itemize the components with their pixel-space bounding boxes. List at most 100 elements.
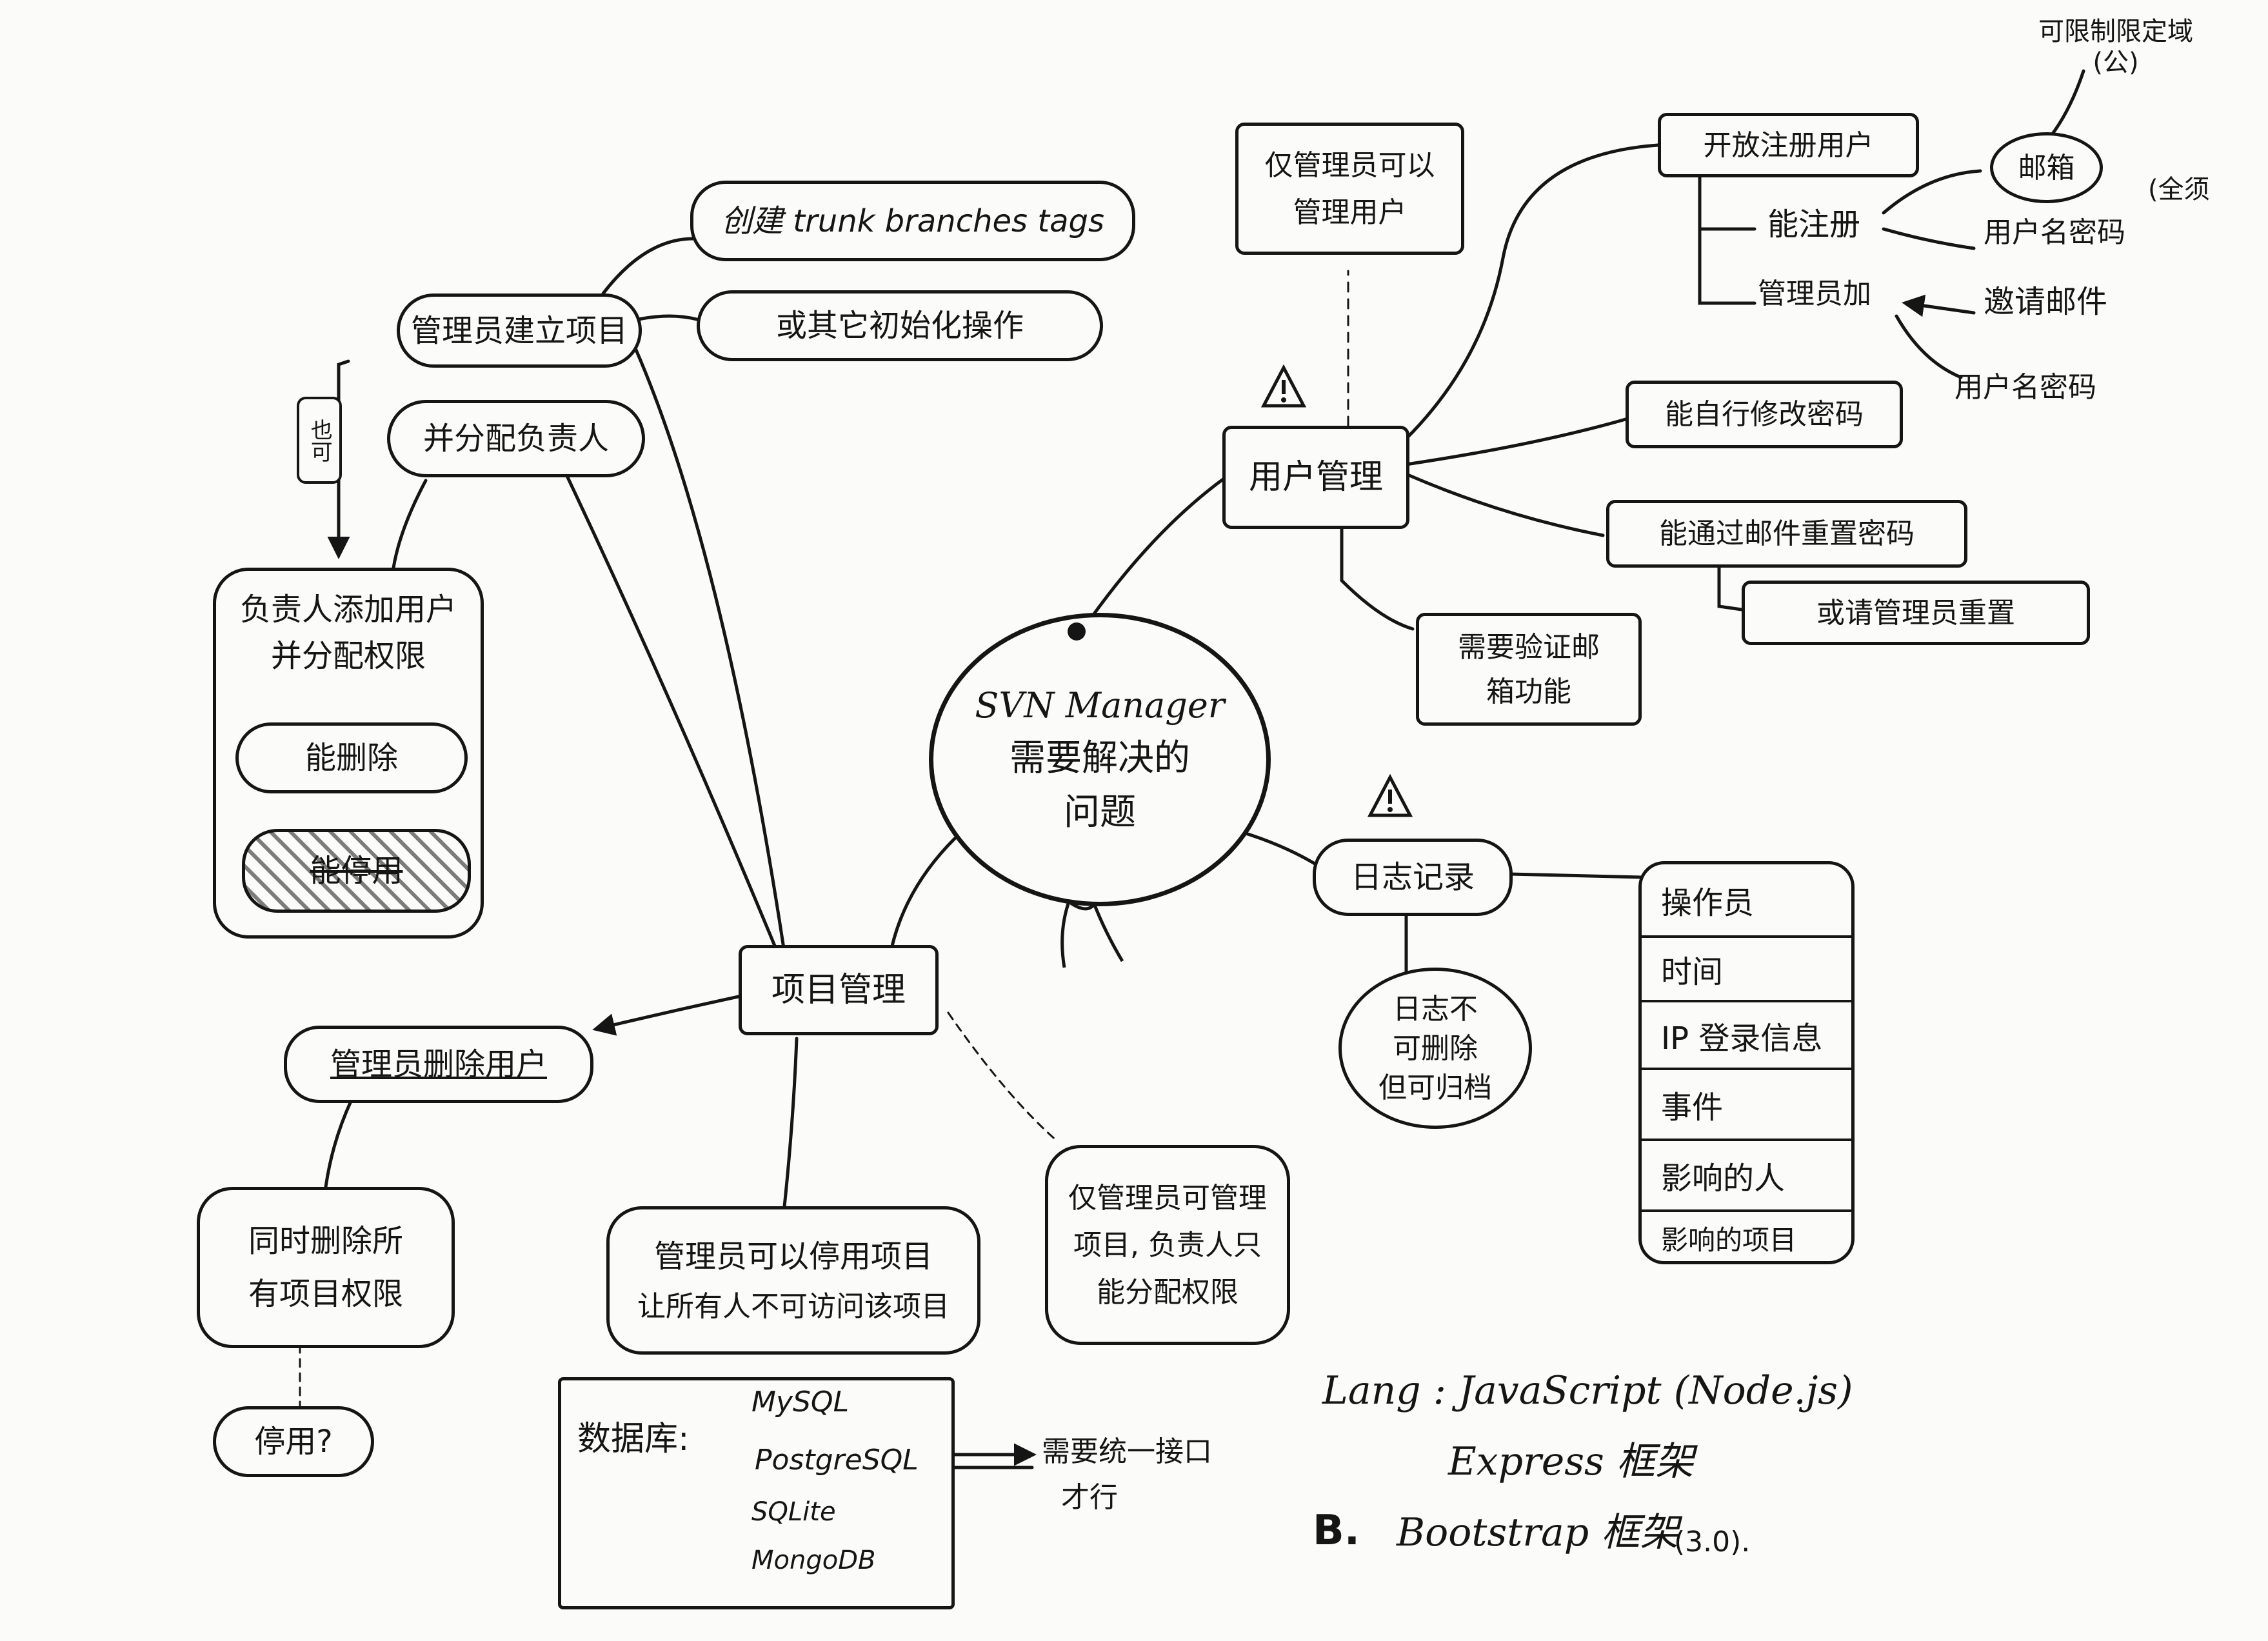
- log-field-0: 操作员: [1661, 885, 1755, 921]
- can-suspend-node: 能停用: [242, 829, 471, 913]
- database-box: [558, 1377, 955, 1609]
- email-label: 邮箱: [2018, 151, 2075, 184]
- line-project-owner: [566, 475, 786, 970]
- line-user-reset: [1404, 472, 1605, 537]
- assign-owner-label: 并分配负责人: [423, 421, 609, 457]
- owner-add-user-line1: 负责人添加用户: [239, 592, 457, 628]
- tech-lang: Lang : JavaScript (Node.js): [1322, 1368, 1853, 1413]
- log-fields-list: 操作员 时间 IP 登录信息 事件 影响的人 影响的项目: [1638, 861, 1855, 1264]
- init-ops-label: 或其它初始化操作: [775, 308, 1024, 344]
- admin-only-project-note: 仅管理员可管理 项目, 负责人只 能分配权限: [1045, 1145, 1290, 1345]
- admin-suspend-project-line1: 管理员可以停用项目: [653, 1238, 933, 1275]
- db-unify-text: 需要统一接口 才行: [1042, 1435, 1212, 1515]
- warning-icon: [1261, 364, 1306, 408]
- line-register-userpwd: [1882, 227, 1976, 250]
- db-option-1: PostgreSQL: [755, 1444, 919, 1477]
- project-management-node: 项目管理: [739, 945, 939, 1035]
- line-center-user: [1088, 475, 1228, 621]
- also-side-label: 也可: [306, 418, 333, 462]
- tech-ui: Bootstrap 框架: [1397, 1510, 1679, 1555]
- tech-ui-label: B.: [1313, 1507, 1360, 1555]
- email-verify-node: 需要验证邮 箱功能: [1416, 613, 1642, 726]
- admin-only-project-line3: 能分配权限: [1097, 1275, 1238, 1309]
- line-register-email: [1882, 169, 1982, 215]
- line-also-arrow: [327, 359, 350, 559]
- reset-pwd-node: 能通过邮件重置密码: [1606, 500, 1967, 568]
- tech-ui-version: (3.0).: [1674, 1526, 1751, 1558]
- warning-icon: [1368, 774, 1413, 817]
- db-option-0: MySQL: [751, 1386, 850, 1418]
- tech-framework: Express 框架: [1448, 1439, 1694, 1484]
- line-project-suspend: [782, 1037, 799, 1215]
- line-project-note: [947, 1011, 1059, 1143]
- line-project-delete: [592, 995, 741, 1036]
- admin-suspend-project-node: 管理员可以停用项目 让所有人不可访问该项目: [606, 1206, 980, 1355]
- admin-only-users-line2: 管理用户: [1293, 195, 1407, 229]
- create-branches-label: 创建 trunk branches tags: [721, 203, 1105, 239]
- sync-delete-line2: 有项目权限: [248, 1276, 403, 1312]
- user-management-label: 用户管理: [1248, 457, 1383, 497]
- suspend-question-label: 停用?: [254, 1424, 333, 1460]
- can-register-text: 能注册: [1767, 206, 1861, 243]
- log-field-1: 时间: [1642, 935, 1851, 1000]
- restrict-domain-line2: (公): [2093, 48, 2139, 77]
- suspend-question-node: 停用?: [213, 1406, 374, 1477]
- restrict-domain-line1: 可限制限定域: [2038, 17, 2193, 46]
- log-field-3: 事件: [1642, 1068, 1851, 1139]
- admin-add-text: 管理员加: [1758, 277, 1871, 310]
- line-center-project: [888, 837, 957, 957]
- change-pwd-label: 能自行修改密码: [1665, 398, 1864, 431]
- center-title: SVN Manager: [975, 684, 1225, 726]
- change-pwd-node: 能自行修改密码: [1626, 381, 1903, 448]
- line-log-fields: [1507, 872, 1644, 879]
- restrict-domain-text: 可限制限定域 (公): [2038, 16, 2193, 78]
- db-unify-line2: 才行: [1061, 1480, 1118, 1514]
- center-line2: 需要解决的: [1010, 737, 1190, 780]
- email-verify-line1: 需要验证邮: [1458, 630, 1600, 664]
- line-adminadd-invite: [1902, 294, 1976, 317]
- line-assign-ownerbox: [392, 479, 428, 570]
- line-user-verify: [1340, 527, 1415, 631]
- center-balloon: SVN Manager 需要解决的 问题: [929, 613, 1271, 906]
- log-no-delete-line1: 日志不: [1393, 992, 1478, 1026]
- sync-delete-perms-node: 同时删除所 有项目权限: [197, 1187, 455, 1348]
- log-no-delete-node: 日志不 可删除 但可归档: [1338, 968, 1532, 1129]
- email-node: 邮箱: [1990, 132, 2103, 203]
- open-register-label: 开放注册用户: [1703, 128, 1874, 162]
- reset-pwd-label: 能通过邮件重置密码: [1659, 517, 1915, 550]
- db-option-3: MongoDB: [751, 1546, 876, 1575]
- project-management-label: 项目管理: [771, 970, 906, 1009]
- log-no-delete-line3: 但可归档: [1378, 1071, 1492, 1104]
- log-field-2: IP 登录信息: [1642, 1000, 1851, 1068]
- line-open-bracket: [1698, 159, 1756, 305]
- admin-create-project-label: 管理员建立项目: [410, 312, 628, 349]
- log-field-5: 影响的项目: [1642, 1209, 1851, 1264]
- line-user-change: [1404, 417, 1627, 466]
- init-ops-node: 或其它初始化操作: [697, 290, 1103, 361]
- ask-admin-node: 或请管理员重置: [1742, 581, 2090, 645]
- log-record-node: 日志记录: [1313, 839, 1513, 916]
- line-admin-create: [601, 237, 695, 295]
- all-required-text: (全须: [2148, 175, 2210, 204]
- line-admin-init: [637, 314, 699, 321]
- log-no-delete-line2: 可删除: [1393, 1031, 1478, 1065]
- invite-mail-text: 邀请邮件: [1984, 284, 2108, 320]
- create-branches-node: 创建 trunk branches tags: [690, 181, 1135, 261]
- assign-owner-node: 并分配负责人: [387, 400, 645, 477]
- can-delete-node: 能删除: [235, 722, 468, 793]
- line-reset-ask: [1717, 553, 1744, 612]
- line-adminadd-pwd: [1895, 314, 1963, 379]
- line-email-domain: [2049, 69, 2085, 137]
- admin-only-users-node: 仅管理员可以 管理用户: [1235, 123, 1464, 255]
- ask-admin-label: 或请管理员重置: [1816, 596, 2015, 630]
- admin-only-project-line1: 仅管理员可管理: [1068, 1181, 1267, 1215]
- can-delete-label: 能删除: [304, 740, 398, 776]
- db-unify-line1: 需要统一接口: [1042, 1435, 1212, 1468]
- line-delete-sync: [324, 1098, 353, 1189]
- owner-add-user-line2: 并分配权限: [270, 638, 426, 674]
- also-side-note: 也可: [297, 397, 342, 484]
- register-user-pwd-text: 用户名密码: [1984, 216, 2125, 249]
- sync-delete-line1: 同时删除所: [248, 1223, 403, 1259]
- line-center-log: [1240, 830, 1318, 866]
